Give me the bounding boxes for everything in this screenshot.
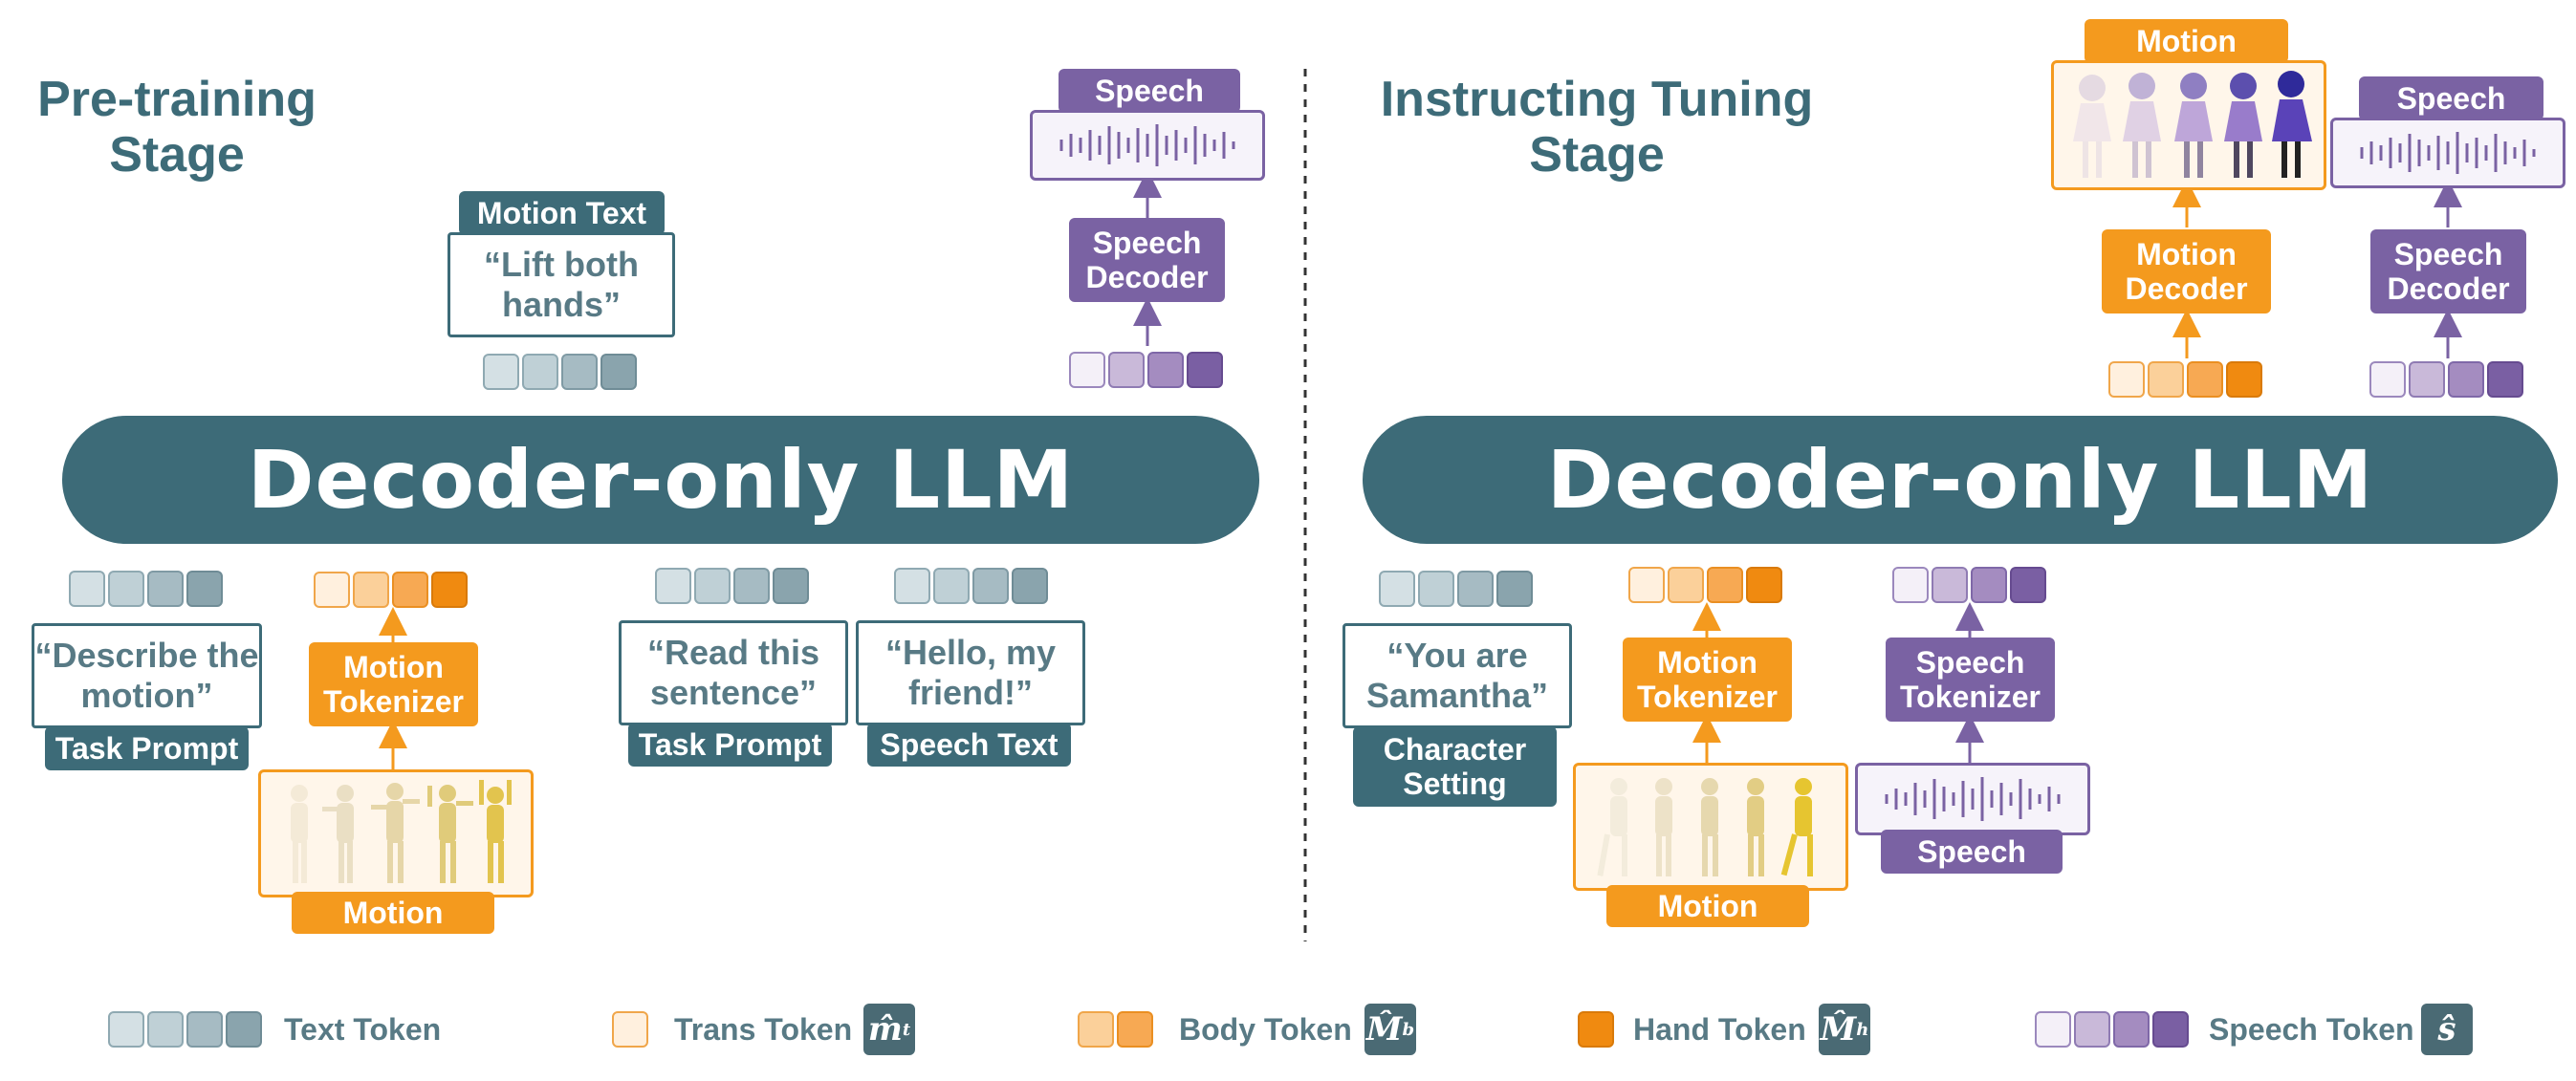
left-motion-text-tag: Motion Text <box>459 191 665 235</box>
right-motion-input-tag: Motion <box>1606 885 1809 927</box>
right-motion-input-box <box>1573 763 1848 891</box>
right-character-tag: Character Setting <box>1353 726 1557 807</box>
right-speech-waveform-box <box>2330 118 2565 188</box>
legend-hand-token-swatch <box>1578 1011 1614 1048</box>
human-motion-figures <box>291 780 512 883</box>
right-motion-output-box <box>2051 60 2326 190</box>
left-speech-text-tag: Speech Text <box>867 723 1071 767</box>
right-character-quote: “You are Samantha” <box>1343 623 1572 728</box>
left-motion-input-tag: Motion <box>292 892 494 934</box>
left-motion-tokenizer: Motion Tokenizer <box>309 642 478 726</box>
legend-trans-token-label: Trans Token <box>674 1012 853 1047</box>
right-speech-output-tag: Speech <box>2359 76 2543 120</box>
waveform-icon <box>2360 132 2536 174</box>
right-motion-output-tag: Motion <box>2085 19 2288 63</box>
legend-trans-token-swatch <box>612 1011 648 1048</box>
trans-token-symbol: m̂t <box>863 1004 915 1055</box>
left-speech-output-tag: Speech <box>1059 69 1240 113</box>
left-llm-block: Decoder-only LLM <box>62 416 1259 544</box>
right-speech-input-box <box>1855 763 2090 835</box>
legend-speech-token-label: Speech Token <box>2209 1012 2414 1047</box>
left-motion-input-box <box>258 769 534 897</box>
left-speech-waveform-box <box>1030 110 1265 181</box>
speech-token-symbol: ŝ <box>2421 1004 2473 1055</box>
human-motion-figures <box>1597 778 1813 876</box>
left-speech-decoder: Speech Decoder <box>1069 218 1225 302</box>
left-task-prompt-1-quote: “Describe the motion” <box>32 623 262 728</box>
right-stage-title: Instructing Tuning Stage <box>1380 72 1814 183</box>
right-motion-tokenizer: Motion Tokenizer <box>1623 638 1792 722</box>
legend-body-token-label: Body Token <box>1179 1012 1352 1047</box>
left-stage-title: Pre-training Stage <box>37 72 317 183</box>
right-speech-input-tag: Speech <box>1881 830 2063 874</box>
legend-hand-token-label: Hand Token <box>1633 1012 1806 1047</box>
left-task-prompt-2-quote: “Read this sentence” <box>619 620 848 725</box>
anime-character-figures <box>2073 71 2312 178</box>
left-task-prompt-1-tag: Task Prompt <box>45 726 249 770</box>
right-llm-block: Decoder-only LLM <box>1363 416 2558 544</box>
body-token-symbol: M̂b <box>1364 1004 1416 1055</box>
left-motion-text-quote: “Lift both hands” <box>448 232 675 337</box>
hand-token-symbol: M̂h <box>1819 1004 1870 1055</box>
left-speech-text-quote: “Hello, my friend!” <box>856 620 1085 725</box>
legend-text-token-label: Text Token <box>284 1012 442 1047</box>
left-task-prompt-2-tag: Task Prompt <box>628 723 832 767</box>
right-speech-tokenizer: Speech Tokenizer <box>1886 638 2055 722</box>
right-motion-decoder: Motion Decoder <box>2102 229 2271 313</box>
right-speech-decoder: Speech Decoder <box>2370 229 2526 313</box>
waveform-icon <box>1885 777 2061 821</box>
waveform-icon <box>1059 124 1235 166</box>
